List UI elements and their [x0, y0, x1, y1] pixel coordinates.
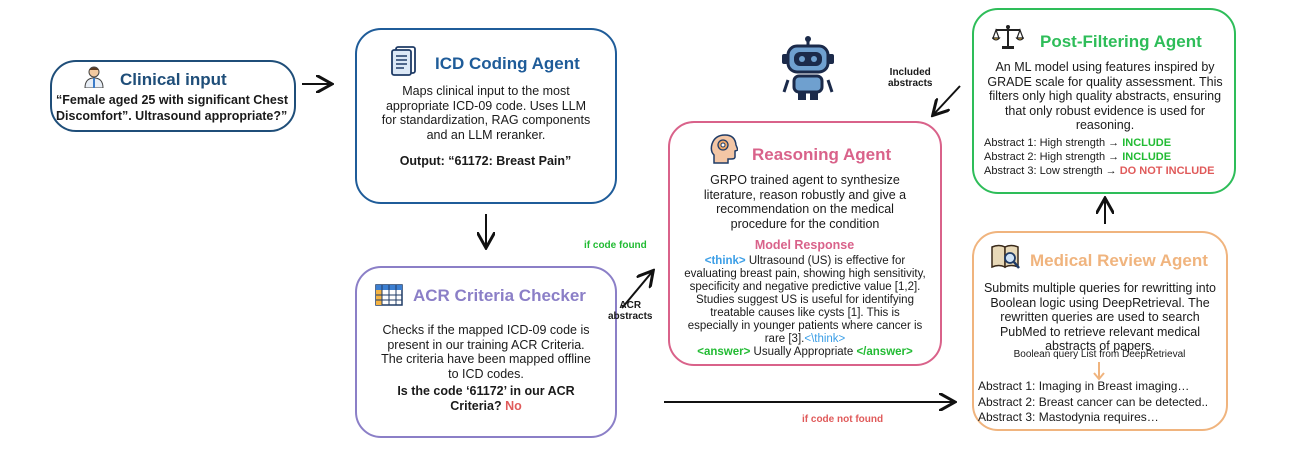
- acr-description: Checks if the mapped ICD-09 code is pres…: [381, 323, 591, 381]
- review-title: Medical Review Agent: [1030, 251, 1208, 270]
- label-if-code-not-found: if code not found: [802, 414, 884, 425]
- think-close-tag: <\think>: [804, 333, 846, 345]
- post-description: An ML model using features inspired by G…: [987, 60, 1223, 132]
- icd-output: Output: “61172: Breast Pain”: [399, 154, 572, 168]
- clinical-title: Clinical input: [120, 70, 227, 89]
- label-acr-abstracts: ACR abstracts: [608, 300, 653, 322]
- acr-answer: No: [505, 399, 522, 413]
- post-result-row: Abstract 3: Low strength → DO NOT INCLUD…: [984, 165, 1215, 177]
- review-description: Submits multiple queries for rewritting …: [983, 281, 1217, 353]
- list-item: Abstract 3: Mastodynia requires…: [978, 410, 1159, 424]
- model-response-text: <think> Ultrasound (US) is effective for…: [684, 255, 926, 359]
- post-results: Abstract 1: High strength → INCLUDE Abst…: [984, 136, 1234, 178]
- icd-description: Maps clinical input to the most appropri…: [381, 84, 591, 142]
- acr-question: Is the code ‘61172’ in our ACR Criteria?: [397, 384, 575, 413]
- retrieved-abstracts: Abstract 1: Imaging in Breast imaging… A…: [978, 379, 1228, 426]
- acr-question-block: Is the code ‘61172’ in our ACR Criteria?…: [387, 384, 585, 414]
- document-icon: [391, 46, 416, 76]
- robot-icon: [782, 36, 834, 100]
- clinical-text: “Female aged 25 with significant Chest D…: [56, 93, 289, 123]
- post-result-row: Abstract 1: High strength → INCLUDE: [984, 137, 1172, 149]
- think-text: Ultrasound (US) is effective for evaluat…: [684, 255, 926, 345]
- brain-head-icon: [710, 134, 738, 164]
- list-item: Abstract 1: Imaging in Breast imaging…: [978, 379, 1190, 393]
- icd-title: ICD Coding Agent: [435, 54, 580, 73]
- label-if-code-found: if code found: [584, 240, 647, 251]
- label-included-abstracts: Included abstracts: [888, 67, 933, 89]
- down-arrow-icon: [1093, 362, 1105, 381]
- arrow-post-to-reasoning: [934, 85, 961, 114]
- model-response-title: Model Response: [754, 238, 855, 252]
- answer-close-tag: </answer>: [856, 346, 913, 358]
- doctor-icon: [84, 66, 104, 88]
- answer-open-tag: <answer>: [697, 346, 751, 358]
- acr-title: ACR Criteria Checker: [413, 286, 586, 305]
- think-open-tag: <think>: [704, 255, 746, 267]
- clinical-input-box: Clinical input “Female aged 25 with sign…: [50, 60, 296, 132]
- scale-icon: [992, 25, 1024, 49]
- icd-coding-agent-box: ICD Coding Agent Maps clinical input to …: [355, 28, 617, 204]
- book-search-icon: [991, 244, 1020, 269]
- post-title: Post-Filtering Agent: [1040, 32, 1202, 51]
- arrow-acr-to-reasoning: [621, 272, 652, 309]
- boolean-query-label: Boolean query List from DeepRetrieval: [1013, 349, 1186, 360]
- acr-criteria-checker-box: ACR Criteria Checker Checks if the mappe…: [355, 266, 617, 438]
- post-result-row: Abstract 2: High strength → INCLUDE: [984, 151, 1172, 163]
- table-icon: [375, 284, 403, 306]
- reasoning-description: GRPO trained agent to synthesize literat…: [703, 173, 907, 231]
- medical-review-agent-box: Medical Review Agent Submits multiple qu…: [972, 231, 1228, 431]
- post-filtering-agent-box: Post-Filtering Agent An ML model using f…: [972, 8, 1236, 194]
- reasoning-agent-box: Reasoning Agent GRPO trained agent to sy…: [668, 121, 942, 366]
- answer-text: Usually Appropriate: [753, 346, 854, 358]
- reasoning-title: Reasoning Agent: [752, 145, 892, 164]
- list-item: Abstract 2: Breast cancer can be detecte…: [978, 394, 1209, 409]
